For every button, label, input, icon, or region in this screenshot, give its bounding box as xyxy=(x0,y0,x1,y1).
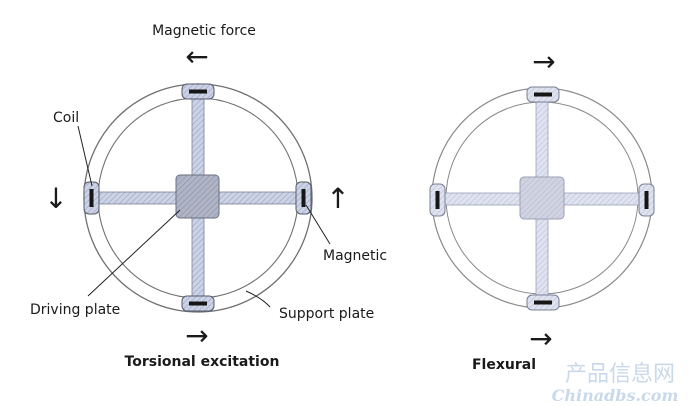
flexural-caption: Flexural xyxy=(472,357,536,373)
watermark: 产品信息网 Chinadbs.com xyxy=(552,362,679,405)
support-plate-leader xyxy=(245,290,271,308)
magnetic-force-label: Magnetic force xyxy=(152,23,256,39)
hub-right xyxy=(519,176,565,220)
magnet-left-right xyxy=(435,191,440,209)
magnetic-leader xyxy=(305,204,331,245)
magnet-top-right xyxy=(534,92,552,97)
driving-plate-label: Driving plate xyxy=(30,302,120,318)
magnet-bottom xyxy=(189,301,207,306)
arrow-bottom-left: → xyxy=(185,319,208,352)
driving-plate-leader xyxy=(87,209,181,297)
magnet-left xyxy=(89,189,94,207)
magnet-bottom-right xyxy=(534,300,552,305)
coil-leader xyxy=(77,125,93,187)
magnet-right xyxy=(301,189,306,207)
magnetic-label: Magnetic xyxy=(323,248,387,264)
torsional-caption: Torsional excitation xyxy=(125,354,280,370)
magnet-top xyxy=(189,89,207,94)
flexural-diagram: → → Flexural xyxy=(429,45,655,373)
watermark-domain: Chinadbs.com xyxy=(552,386,679,405)
coil-label: Coil xyxy=(53,110,79,126)
arrow-right: ↑ xyxy=(326,182,349,215)
driving-plate-hub xyxy=(175,174,220,219)
arrow-left: ↓ xyxy=(44,182,67,215)
arrow-top-left: ← xyxy=(185,40,208,73)
torsional-diagram: ← ↓ ↑ → Magnetic force Coil Magnetic Dri… xyxy=(30,23,387,370)
arrow-bottom-right: → xyxy=(529,322,552,355)
support-plate-label: Support plate xyxy=(279,306,374,322)
watermark-chinese: 产品信息网 xyxy=(565,362,675,387)
magnet-right-right xyxy=(644,191,649,209)
arrow-top-right: → xyxy=(532,45,555,78)
